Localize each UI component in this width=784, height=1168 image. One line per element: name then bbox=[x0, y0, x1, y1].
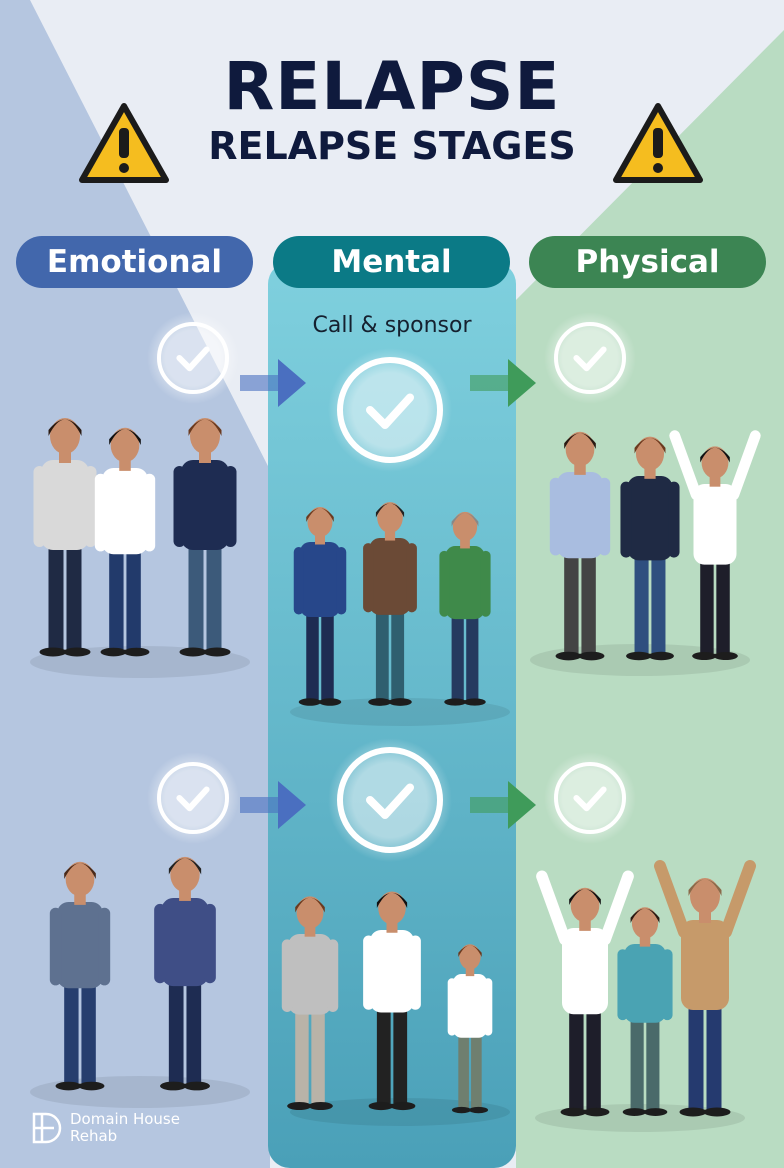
person-illustration bbox=[173, 418, 237, 657]
stage-physical: Physical bbox=[529, 236, 766, 288]
person-illustration bbox=[447, 944, 493, 1114]
person-illustration bbox=[549, 431, 611, 661]
check-circle-icon bbox=[328, 348, 452, 472]
ground-shadow bbox=[30, 1076, 250, 1108]
warning-icon bbox=[79, 103, 169, 183]
person-illustration bbox=[669, 430, 761, 661]
person-illustration bbox=[536, 870, 634, 1117]
person-illustration bbox=[154, 856, 216, 1091]
person-illustration bbox=[94, 427, 156, 657]
mental-note: Call & sponsor bbox=[312, 313, 472, 338]
person-illustration bbox=[620, 436, 680, 661]
main-title: RELAPSE bbox=[223, 48, 561, 125]
stage-mental: Mental bbox=[273, 236, 510, 288]
stage-emotional: Emotional bbox=[16, 236, 253, 288]
check-circle-icon bbox=[147, 312, 239, 404]
check-circle-icon bbox=[328, 738, 452, 862]
person-illustration bbox=[33, 418, 97, 657]
check-circle-icon bbox=[147, 752, 239, 844]
arrow-right-icon bbox=[240, 359, 306, 407]
person-illustration bbox=[49, 861, 111, 1091]
person-illustration bbox=[439, 511, 491, 706]
person-illustration bbox=[363, 891, 421, 1111]
person-illustration bbox=[654, 860, 756, 1117]
warning-icon bbox=[613, 103, 703, 183]
logo-line1: Domain House bbox=[70, 1110, 180, 1128]
arrow-right-icon bbox=[240, 781, 306, 829]
arrow-right-icon bbox=[470, 359, 536, 407]
arrow-right-icon bbox=[470, 781, 536, 829]
ground-shadow bbox=[290, 1098, 510, 1126]
check-circle-icon bbox=[544, 752, 636, 844]
person-illustration bbox=[617, 907, 673, 1116]
logo-line2: Rehab bbox=[70, 1127, 118, 1145]
person-illustration bbox=[281, 896, 339, 1111]
check-circle-icon bbox=[544, 312, 636, 404]
person-illustration bbox=[293, 507, 347, 706]
subtitle: RELAPSE STAGES bbox=[208, 124, 576, 168]
person-illustration bbox=[363, 502, 417, 706]
logo-icon bbox=[32, 1112, 62, 1144]
